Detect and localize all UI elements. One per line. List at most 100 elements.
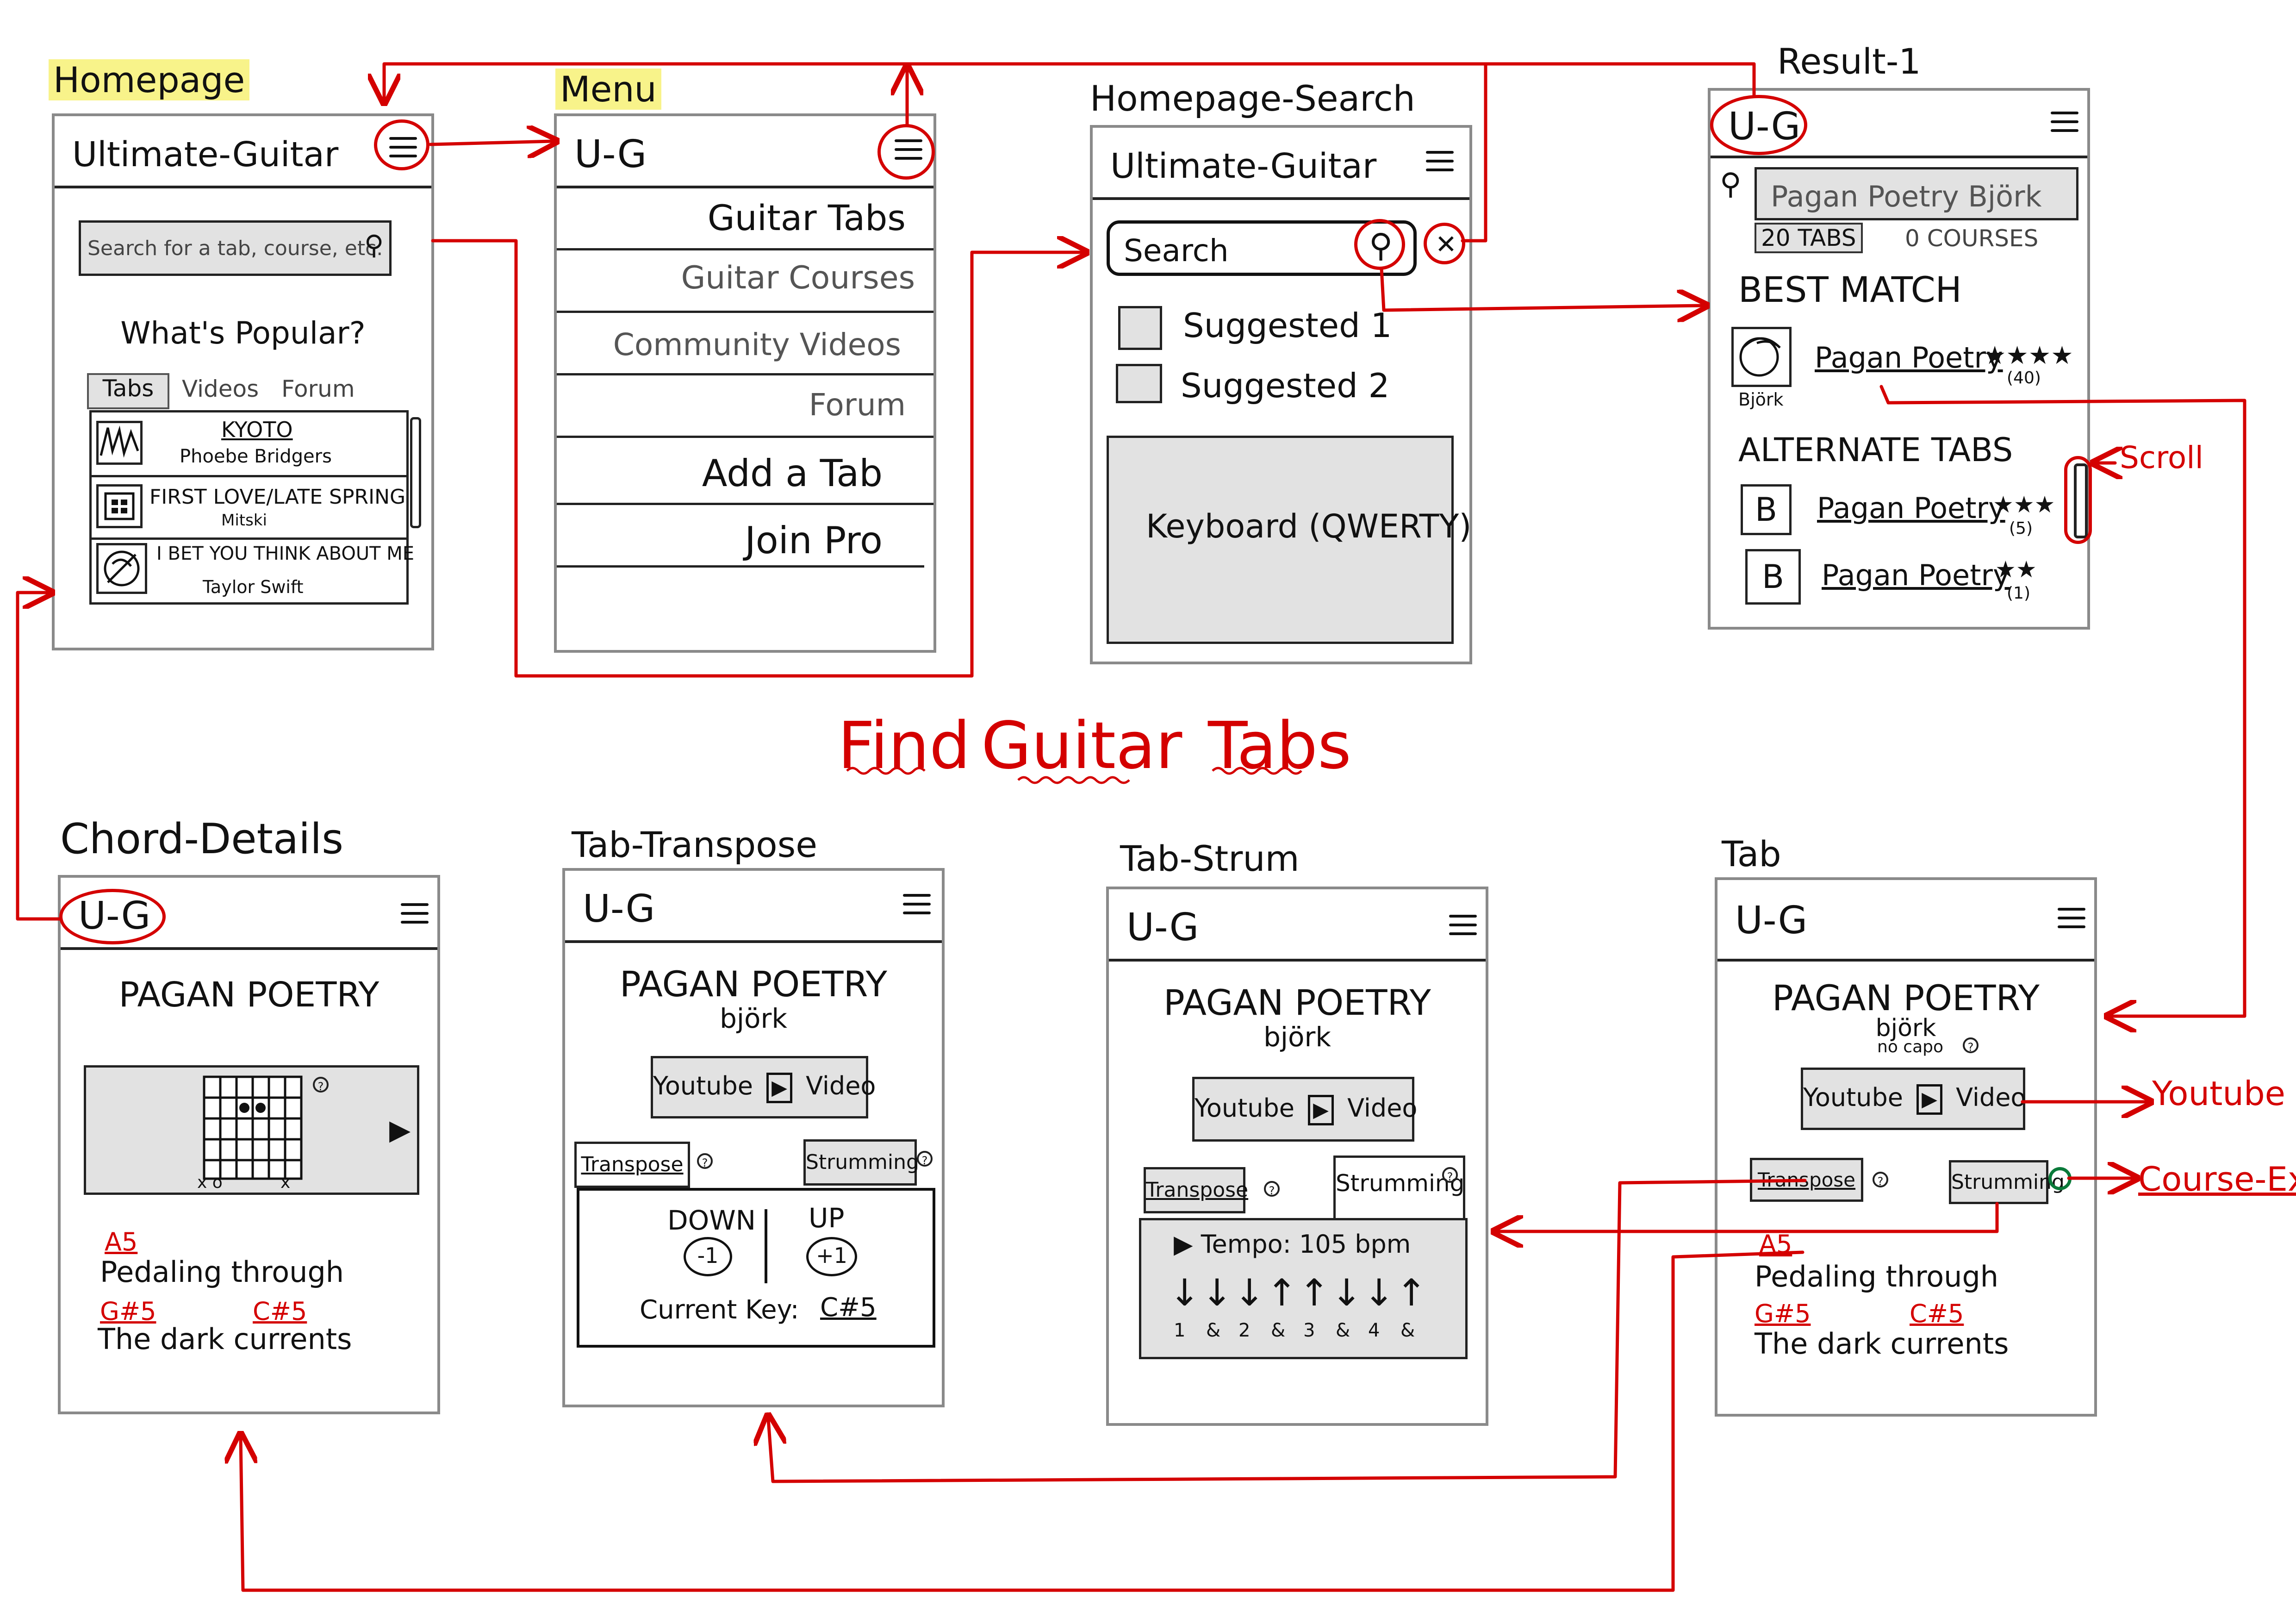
song-title: PAGAN POETRY	[620, 963, 887, 1005]
strumming-tab[interactable]: Strumming	[1949, 1160, 2065, 1204]
best-match-heading: BEST MATCH	[1738, 269, 1962, 310]
strumming-tab[interactable]: Strumming	[803, 1139, 919, 1186]
search-icon[interactable]: ⚲	[1720, 167, 1742, 201]
up-label: UP	[809, 1202, 845, 1234]
transpose-tab[interactable]: Transpose	[574, 1142, 690, 1188]
help-icon[interactable]: ?	[1963, 1037, 1979, 1054]
tab-forum[interactable]: Forum	[281, 375, 355, 402]
tabs-count-tab[interactable]: 20 TABS	[1755, 223, 1863, 253]
courses-count-tab[interactable]: 0 COURSES	[1905, 225, 2039, 252]
strum-count: 2	[1238, 1320, 1251, 1341]
suggestion-checkbox[interactable]	[1118, 306, 1162, 350]
strumming-tab[interactable]: Strumming	[1333, 1156, 1465, 1220]
help-icon[interactable]: ?	[697, 1153, 713, 1169]
strum-arrow: ↓	[1331, 1271, 1363, 1314]
tab-title: Tab	[1722, 833, 1781, 874]
strum-arrow: ↓	[1169, 1271, 1201, 1314]
capo-label: no capo	[1877, 1037, 1944, 1056]
open-mute-labels: x o	[197, 1173, 223, 1192]
menu-item-guitar-courses[interactable]: Guitar Courses	[681, 260, 915, 296]
strum-arrow: ↓	[1363, 1271, 1395, 1314]
alternate-heading: ALTERNATE TABS	[1738, 431, 2013, 469]
alternate-link[interactable]: Pagan Poetry	[1822, 558, 2010, 592]
menu-icon[interactable]	[1426, 151, 1454, 172]
song-artist: Mitski	[221, 511, 267, 530]
scrollbar[interactable]	[410, 417, 421, 528]
menu-title: Menu	[555, 69, 661, 110]
chord-label[interactable]: C#5	[1910, 1299, 1964, 1328]
logo[interactable]: U-G	[1735, 899, 1808, 943]
best-match-link[interactable]: Pagan Poetry	[1815, 341, 2003, 375]
next-chord-arrow-icon[interactable]: ▶	[389, 1114, 411, 1146]
suggestion-checkbox[interactable]	[1116, 364, 1162, 403]
menu-icon[interactable]	[401, 903, 429, 924]
help-icon[interactable]: ?	[1264, 1181, 1280, 1197]
search-placeholder: Search for a tab, course, etc.	[87, 237, 383, 260]
rating-stars: ★★★★	[1984, 341, 2073, 370]
divider	[557, 503, 933, 505]
menu-item-community-videos[interactable]: Community Videos	[613, 327, 901, 362]
strum-count: 4	[1368, 1320, 1380, 1341]
chord-label[interactable]: G#5	[1755, 1299, 1811, 1328]
help-icon[interactable]: ?	[1442, 1167, 1458, 1183]
close-icon[interactable]: ✕	[1424, 223, 1465, 264]
keyboard[interactable]: Keyboard (QWERTY)	[1107, 436, 1472, 644]
homepage-search-screen: Ultimate-Guitar Search ⚲ ✕ Suggested 1 S…	[1090, 125, 1472, 664]
menu-icon[interactable]	[2058, 908, 2085, 929]
tab-tabs[interactable]: Tabs	[87, 373, 169, 409]
suggestion-item[interactable]: Suggested 2	[1181, 366, 1390, 405]
badge: B	[1745, 549, 1801, 605]
alternate-link[interactable]: Pagan Poetry	[1817, 491, 2005, 525]
tempo-label[interactable]: ▶ Tempo: 105 bpm	[1174, 1230, 1411, 1259]
tab-strum-title: Tab-Strum	[1120, 838, 1300, 879]
help-icon[interactable]: ?	[313, 1077, 329, 1093]
homepage-screen: Ultimate-Guitar Search for a tab, course…	[52, 113, 434, 650]
youtube-video-button[interactable]: Youtube ▶ Video	[651, 1056, 876, 1118]
help-icon[interactable]: ?	[917, 1151, 933, 1167]
result-screen: U-G ⚲ Pagan Poetry Björk 20 TABS 0 COURS…	[1708, 88, 2090, 630]
popular-heading: What's Popular?	[120, 315, 366, 351]
logo[interactable]: U-G	[583, 887, 655, 931]
youtube-video-button[interactable]: Youtube ▶ Video	[1192, 1077, 1417, 1142]
menu-icon[interactable]	[1449, 915, 1477, 936]
course-external-label: Course-Ex	[2138, 1160, 2296, 1199]
menu-icon[interactable]	[903, 894, 931, 915]
list-item[interactable]: FIRST LOVE/LATE SPRING Mitski	[92, 475, 406, 540]
transpose-up-button[interactable]: +1	[806, 1237, 857, 1276]
logo[interactable]: Ultimate-Guitar	[72, 135, 339, 175]
chord-label[interactable]: A5	[105, 1227, 138, 1256]
youtube-video-button[interactable]: Youtube ▶ Video	[1801, 1068, 2026, 1130]
chord-details-title: Chord-Details	[60, 815, 343, 863]
tab-videos[interactable]: Videos	[182, 375, 259, 402]
menu-item-guitar-tabs[interactable]: Guitar Tabs	[707, 197, 906, 238]
chord-label[interactable]: C#5	[253, 1297, 307, 1326]
divider	[557, 311, 933, 313]
menu-item-add-tab[interactable]: Add a Tab	[702, 452, 883, 495]
suggestion-item[interactable]: Suggested 1	[1183, 306, 1392, 345]
header: U-G	[1109, 889, 1486, 962]
divider	[557, 565, 924, 568]
transpose-tab[interactable]: Transpose	[1144, 1167, 1248, 1213]
menu-item-forum[interactable]: Forum	[809, 387, 906, 423]
logo[interactable]: U-G	[574, 132, 647, 176]
logo[interactable]: U-G	[1126, 906, 1199, 949]
chord-label[interactable]: G#5	[100, 1297, 156, 1326]
search-icon[interactable]: ⚲	[364, 229, 384, 261]
lyric-line: The dark currents	[98, 1322, 352, 1356]
list-item[interactable]: I BET YOU THINK ABOUT ME Taylor Swift	[92, 537, 414, 602]
list-item[interactable]: KYOTO Phoebe Bridgers	[92, 412, 406, 477]
search-input[interactable]: Pagan Poetry Björk	[1755, 167, 2078, 220]
menu-click-marker	[374, 119, 429, 170]
help-icon[interactable]: ?	[1873, 1172, 1888, 1188]
rating-stars: ★★★	[1993, 491, 2055, 518]
menu-item-join-pro[interactable]: Join Pro	[745, 519, 883, 562]
flow-title-guitar: Guitar	[981, 708, 1182, 784]
search-input[interactable]: Search for a tab, course, etc. ⚲	[79, 220, 392, 276]
menu-icon[interactable]	[2051, 112, 2078, 133]
chord-diagram-panel: x o x ? ▶	[84, 1065, 419, 1195]
strum-count: &	[1336, 1320, 1350, 1341]
badge: B	[1741, 484, 1792, 535]
logo-click-marker	[59, 889, 166, 944]
transpose-down-button[interactable]: -1	[684, 1237, 732, 1276]
logo[interactable]: Ultimate-Guitar	[1110, 146, 1377, 186]
